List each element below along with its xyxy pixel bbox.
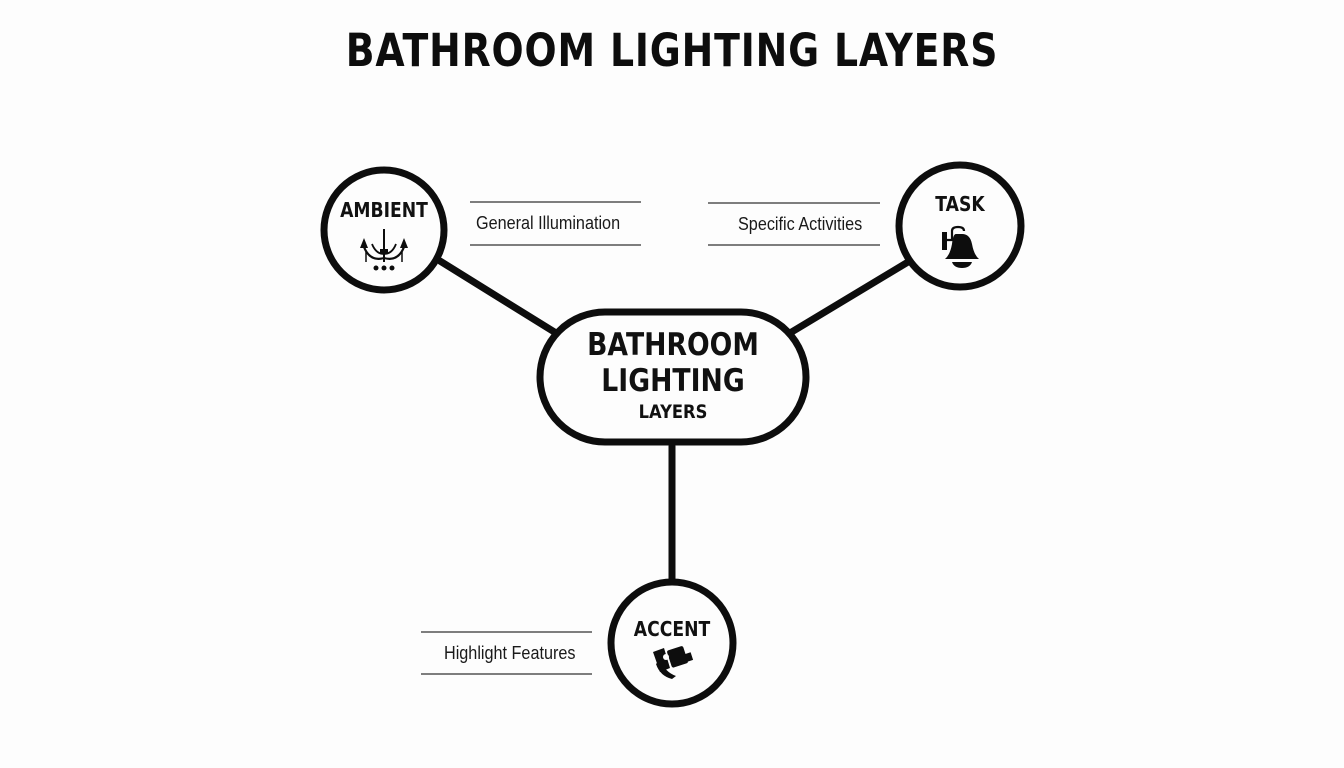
spotlight-icon	[653, 646, 694, 679]
accent-node	[607, 578, 737, 708]
ambient-node-label: AMBIENT	[340, 198, 428, 222]
task-node-label: TASK	[935, 192, 985, 216]
connector-ambient	[436, 257, 560, 337]
task-description: Specific Activities	[738, 214, 863, 234]
task-node	[895, 161, 1025, 291]
center-label-line3: LAYERS	[638, 401, 708, 423]
center-label-line1: BATHROOM	[587, 327, 759, 363]
accent-description: Highlight Features	[444, 643, 576, 663]
accent-desc-rules	[421, 631, 592, 675]
center-label-line2: LIGHTING	[601, 363, 745, 399]
chandelier-icon	[360, 229, 408, 271]
accent-node-label: ACCENT	[633, 617, 711, 641]
center-node	[536, 308, 810, 446]
page-title: BATHROOM LIGHTING LAYERS	[345, 24, 999, 77]
connector-task	[786, 258, 912, 337]
wall-sconce-icon	[942, 225, 979, 268]
center-node-label: BATHROOM LIGHTING LAYERS	[540, 327, 806, 425]
ambient-description: General Illumination	[476, 213, 621, 233]
ambient-desc-rules	[470, 201, 641, 246]
task-desc-rules	[708, 202, 880, 246]
